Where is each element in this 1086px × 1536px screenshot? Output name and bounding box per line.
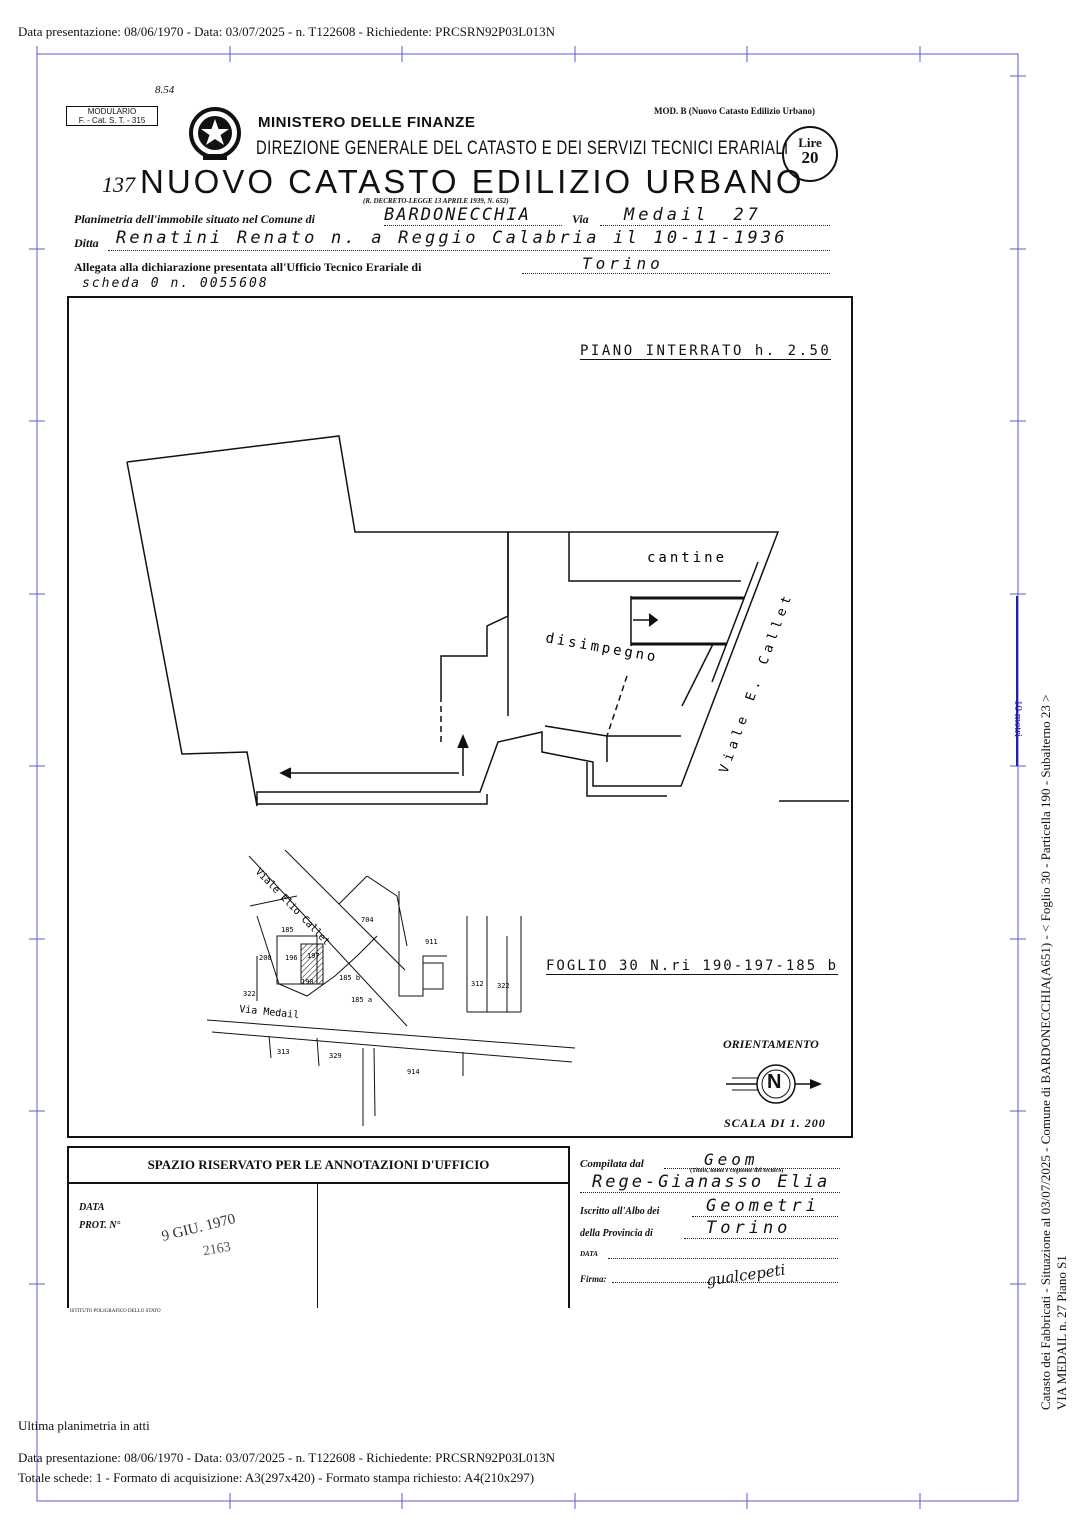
provincia-value: Torino	[706, 1218, 792, 1238]
decree: (R. DECRETO-LEGGE 13 APRILE 1939, N. 652…	[363, 197, 509, 205]
albo-label: Iscritto all'Albo dei	[580, 1206, 660, 1217]
prot-label: PROT. N°	[79, 1220, 121, 1231]
lire-stamp: Lire 20	[782, 126, 838, 182]
scale-label: 10 metri	[1012, 700, 1024, 737]
map-label-914: 914	[407, 1068, 420, 1076]
number-prefix: 137	[102, 172, 135, 197]
via-value: Medail	[624, 205, 710, 225]
compilata-data-field	[608, 1248, 838, 1259]
handwritten-corner: 8.54	[155, 84, 175, 96]
scheda: scheda 0 n. 0055608	[82, 276, 269, 291]
map-label-322b: 322	[497, 982, 510, 990]
civico-value: 27	[733, 205, 762, 225]
map-label-197: 197	[307, 952, 320, 960]
comune-field: BARDONECCHIA	[384, 205, 562, 226]
provincia-field: Torino	[684, 1218, 838, 1239]
printer-note: ISTITUTO POLIGRAFICO DELLO STATO	[70, 1309, 161, 1314]
map-label-704: 704	[361, 916, 374, 924]
map-label-313: 313	[277, 1048, 290, 1056]
side-line-2: VIA MEDAIL n. 27 Piano S1	[1054, 1255, 1069, 1410]
via-field: Medail 27	[600, 205, 830, 226]
map-label-185b: 185 b	[339, 974, 360, 982]
albo-value: Geometri	[706, 1196, 820, 1216]
firma-field: gualcepeti	[612, 1261, 838, 1289]
map-label-190: 190	[301, 978, 314, 986]
map-label-196: 196	[285, 954, 298, 962]
ufficio-field: Torino	[522, 254, 830, 274]
modulario-code: F. - Cat. S. T. - 315	[78, 116, 146, 125]
floor-label: PIANO INTERRATO h. 2.50	[580, 343, 832, 360]
map-label-312: 312	[471, 980, 484, 988]
map-label-322a: 322	[243, 990, 256, 998]
firma-label: Firma:	[580, 1274, 607, 1284]
footer-line-1: Data presentazione: 08/06/1970 - Data: 0…	[18, 1450, 556, 1465]
compilata-data-label: DATA	[580, 1250, 598, 1258]
header-line: Data presentazione: 08/06/1970 - Data: 0…	[18, 24, 556, 39]
ditta-field: Renatini Renato n. a Reggio Calabria il …	[108, 228, 830, 251]
orientamento-label: ORIENTAMENTO	[723, 1037, 819, 1051]
albo-field: Geometri	[692, 1196, 838, 1217]
annotations-divider	[317, 1184, 318, 1308]
room-disimpegno: disimpegno	[544, 630, 659, 666]
room-cantine: cantine	[647, 550, 727, 566]
north-letter: N	[767, 1071, 782, 1093]
compilata-title: Geom	[704, 1150, 759, 1169]
data-label: DATA	[79, 1202, 105, 1213]
map-label-185: 185	[281, 926, 294, 934]
modulario-label: MODULARIO	[87, 107, 137, 116]
footer-ultima: Ultima planimetria in atti	[18, 1418, 150, 1433]
scala-label: SCALA DI 1. 200	[724, 1116, 826, 1130]
lire-label: Lire	[798, 135, 822, 150]
stamp-number: 2163	[201, 1239, 233, 1260]
ministry: MINISTERO DELLE FINANZE	[258, 114, 476, 131]
compilata-label: Compilata dal	[580, 1158, 644, 1170]
via-label: Via	[572, 212, 589, 226]
floor-plan: cantine disimpegno Viale E. Callet Viale…	[126, 435, 849, 1126]
side-line-1: Catasto dei Fabbricati - Situazione al 0…	[1038, 694, 1053, 1410]
map-label-via: Via Medail	[239, 1004, 300, 1021]
annotations-box: SPAZIO RISERVATO PER LE ANNOTAZIONI D'UF…	[67, 1146, 570, 1308]
lire-value: 20	[801, 148, 819, 167]
direction: DIREZIONE GENERALE DEL CATASTO E DEI SER…	[256, 138, 789, 159]
drawing-box	[67, 296, 853, 1138]
annotations-title: SPAZIO RISERVATO PER LE ANNOTAZIONI D'UF…	[69, 1148, 568, 1184]
compilata-title-field: Geom	[664, 1150, 840, 1169]
compilata-hint: (Titolo, nome e cognome del tecnico)	[690, 1168, 784, 1174]
compilata-name-field: Rege-Gianasso Elia	[580, 1172, 840, 1193]
mod-label: MOD. B (Nuovo Catasto Edilizio Urbano)	[654, 106, 816, 116]
foglio-label: FOGLIO 30 N.ri 190-197-185 b	[546, 958, 839, 975]
emblem-icon	[189, 107, 241, 160]
street-label: Viale E. Callet	[717, 589, 797, 775]
map-label-185a: 185 a	[351, 996, 372, 1004]
map-label-911: 911	[425, 938, 438, 946]
map-label-329: 329	[329, 1052, 342, 1060]
north-arrow-icon	[726, 1064, 822, 1104]
map-label-200: 200	[259, 954, 272, 962]
comune-value: BARDONECCHIA	[384, 205, 531, 225]
ditta-value: Renatini Renato n. a Reggio Calabria il …	[116, 228, 788, 248]
planimetria-label: Planimetria dell'immobile situato nel Co…	[74, 212, 316, 226]
footer-line-2: Totale schede: 1 - Formato di acquisizio…	[18, 1470, 535, 1485]
provincia-label: della Provincia di	[580, 1228, 653, 1239]
ditta-label: Ditta	[74, 236, 99, 250]
form-title: NUOVO CATASTO EDILIZIO URBANO	[140, 163, 805, 200]
ufficio-value: Torino	[582, 254, 664, 273]
allegata-label: Allegata alla dichiarazione presentata a…	[74, 260, 422, 274]
compilata-name: Rege-Gianasso Elia	[592, 1172, 831, 1192]
modulario-box: MODULARIO F. - Cat. S. T. - 315	[66, 106, 158, 126]
